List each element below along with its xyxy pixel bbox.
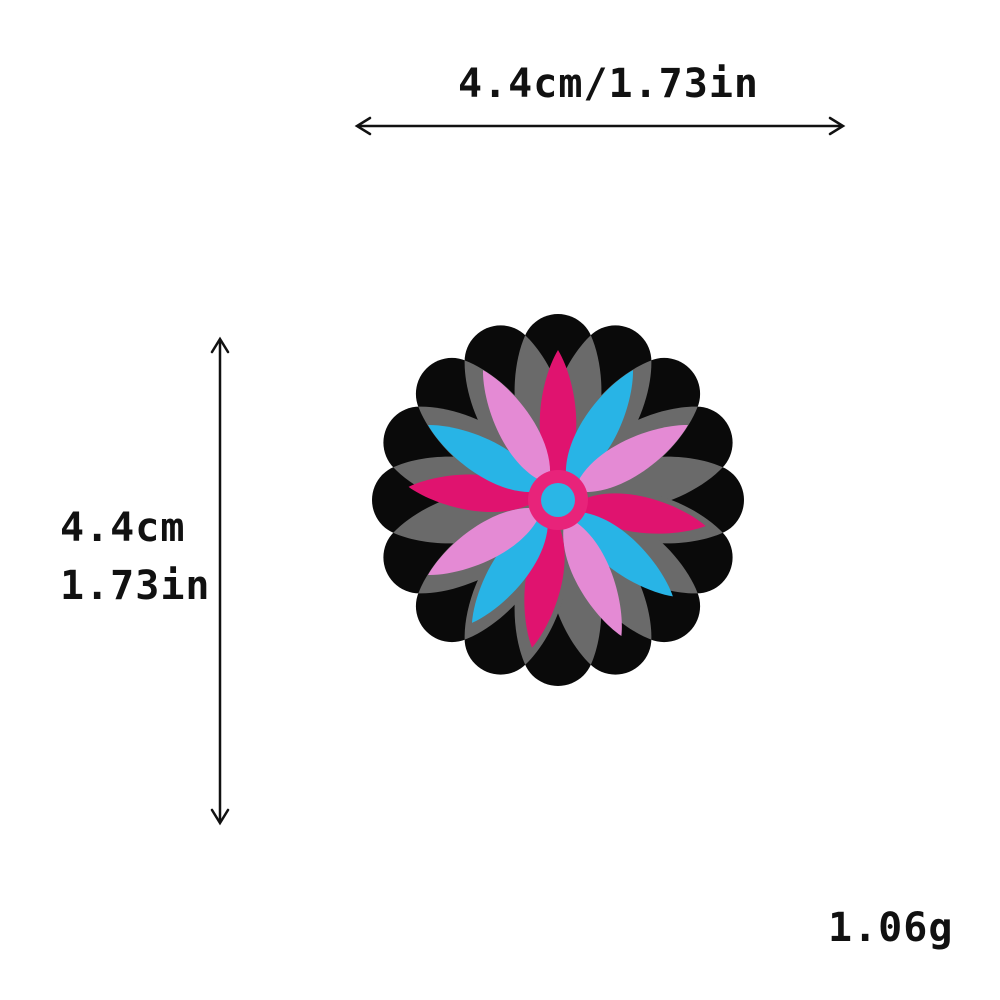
- width-arrow: [354, 116, 846, 136]
- cyan-petal: [571, 511, 673, 597]
- center-dot: [541, 483, 575, 517]
- width-dimension-label: 4.4cm/1.73in: [458, 61, 759, 107]
- weight-label: 1.06g: [828, 905, 954, 951]
- flower-patch-image: [372, 314, 744, 686]
- height-dimension-in: 1.73in: [60, 563, 211, 609]
- cyan-petal: [428, 424, 543, 493]
- cyan-petal: [471, 514, 548, 623]
- height-arrow: [210, 336, 230, 826]
- pink-petal: [563, 516, 622, 636]
- pink-petal: [573, 424, 688, 493]
- height-dimension-cm: 4.4cm: [60, 505, 186, 551]
- colored-petals: [408, 350, 706, 648]
- magenta-petal: [539, 350, 577, 482]
- cyan-petal: [565, 370, 634, 485]
- pink-petal: [482, 370, 551, 485]
- pink-petal: [428, 507, 543, 576]
